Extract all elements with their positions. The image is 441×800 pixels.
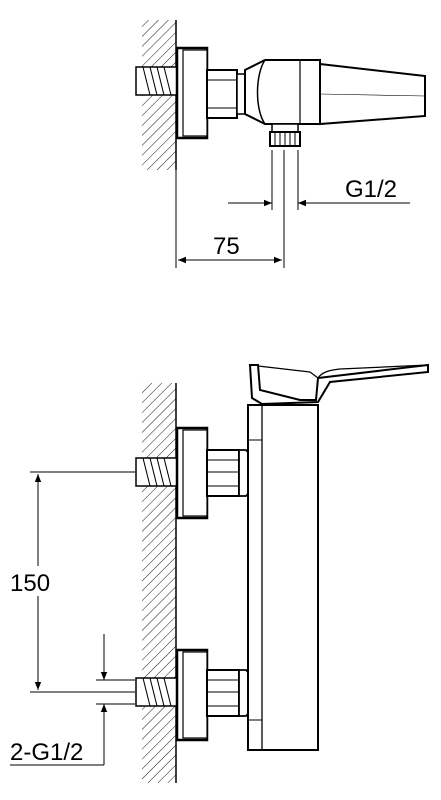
side-mixer-lever xyxy=(248,363,429,406)
top-thread-dimension: G1/2 xyxy=(228,150,410,268)
top-mixer-lever xyxy=(319,62,426,126)
thread-size-label: G1/2 xyxy=(345,176,397,203)
side-mixer-body xyxy=(247,404,319,751)
side-view: 150 2-G1/2 xyxy=(8,363,429,783)
top-eccentric-nut xyxy=(206,69,246,119)
side-wall xyxy=(142,383,177,783)
top-thread-connector xyxy=(135,66,179,96)
inlet-thread-dimension: 2-G1/2 xyxy=(10,634,135,766)
top-view: G1/2 75 xyxy=(135,20,426,268)
top-mixer-body xyxy=(244,59,321,125)
inlet-thread-size-label: 2-G1/2 xyxy=(10,739,83,766)
lower-inlet-connection xyxy=(135,648,255,742)
offset-distance-label: 75 xyxy=(213,233,240,260)
top-wall-flange xyxy=(175,46,209,140)
inlet-spacing-label: 150 xyxy=(10,570,50,597)
inlet-spacing-dimension: 150 xyxy=(8,471,135,693)
upper-inlet-connection xyxy=(135,426,255,520)
top-outlet-thread xyxy=(269,123,301,147)
top-offset-dimension: 75 xyxy=(175,170,282,268)
